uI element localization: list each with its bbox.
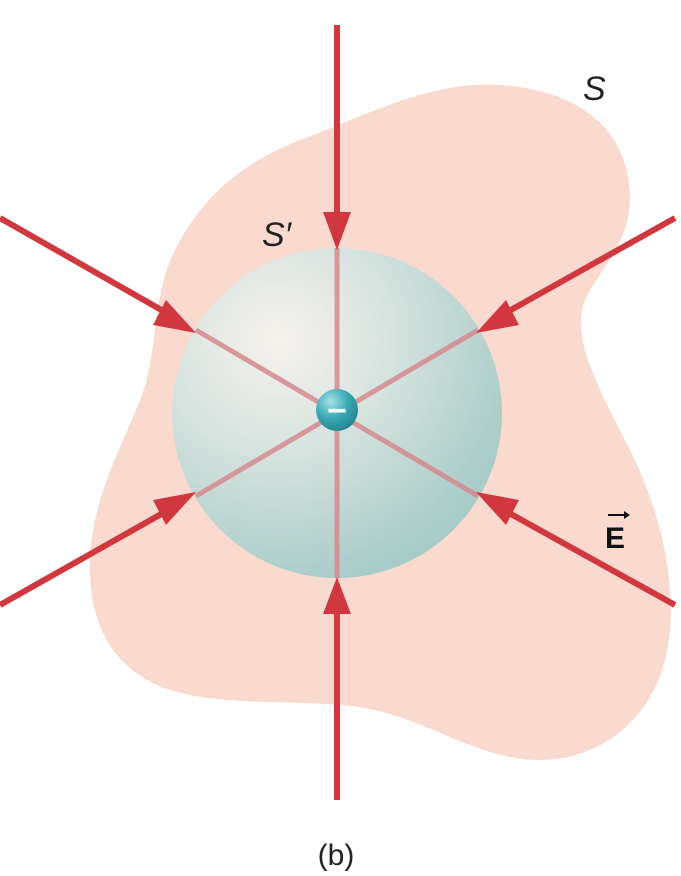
field-lines-outside — [0, 25, 677, 800]
inner-surface-label: S′ — [262, 216, 293, 254]
figure-caption: (b) — [318, 839, 355, 872]
field-vector-label: E — [605, 511, 630, 555]
arrowhead-lower-left — [153, 492, 196, 525]
field-arrowheads — [153, 212, 519, 614]
arrowhead-upper-left — [153, 300, 196, 333]
field-line-lower-right — [498, 505, 677, 608]
negative-charge: − — [316, 389, 358, 431]
arrowhead-top — [323, 212, 351, 250]
outer-surface-label: S — [583, 70, 606, 108]
arrowhead-lower-right — [476, 492, 519, 525]
arrowhead-bottom — [323, 577, 351, 614]
charge-sign: − — [327, 392, 347, 430]
field-label: E — [605, 522, 625, 555]
field-line-lower-left — [0, 505, 174, 608]
field-line-upper-left — [0, 215, 174, 319]
vector-arrow-icon — [608, 511, 630, 519]
arrowhead-upper-right — [476, 300, 519, 333]
field-line-upper-right — [498, 215, 677, 319]
